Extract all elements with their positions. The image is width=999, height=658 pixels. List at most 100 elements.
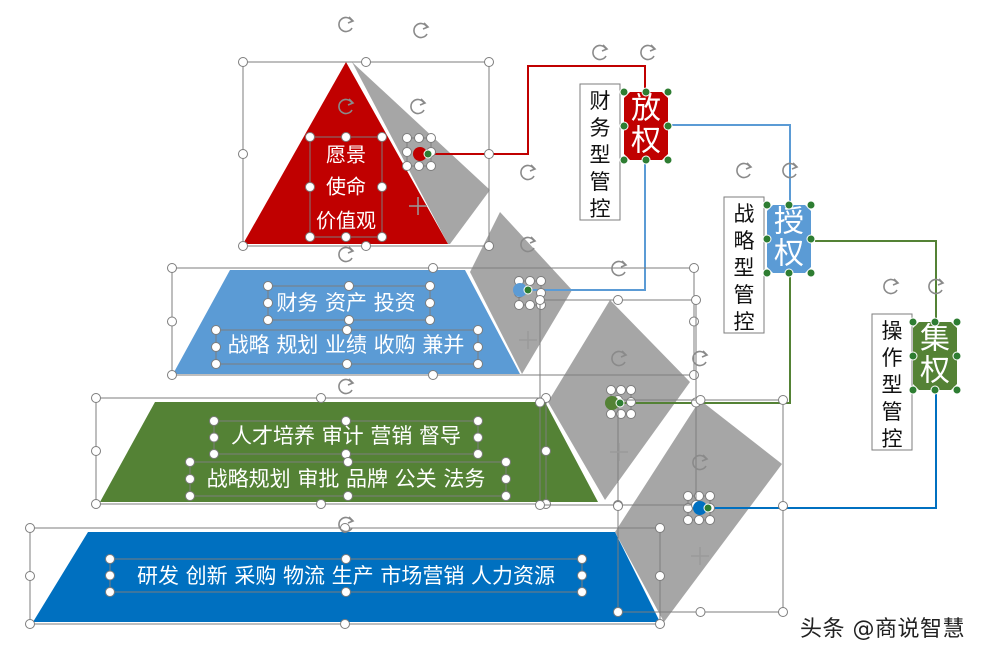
- connector-blue[interactable]: [668, 124, 791, 206]
- resize-handle[interactable]: [473, 449, 483, 459]
- connector-endpoint[interactable]: [523, 285, 533, 295]
- resize-handle[interactable]: [606, 385, 616, 395]
- connector-endpoint[interactable]: [423, 149, 433, 159]
- resize-handle[interactable]: [341, 132, 351, 142]
- rotate-icon[interactable]: [338, 98, 355, 115]
- resize-handle[interactable]: [341, 587, 351, 597]
- badge-handle[interactable]: [619, 87, 629, 97]
- resize-handle[interactable]: [209, 432, 219, 443]
- resize-handle[interactable]: [501, 474, 511, 484]
- badge-2[interactable]: [767, 205, 811, 273]
- resize-handle[interactable]: [341, 232, 351, 242]
- resize-handle[interactable]: [484, 57, 494, 67]
- resize-handle[interactable]: [626, 397, 636, 407]
- move-icon[interactable]: [519, 331, 537, 349]
- resize-handle[interactable]: [263, 298, 273, 308]
- resize-handle[interactable]: [535, 397, 545, 408]
- resize-handle[interactable]: [541, 446, 551, 456]
- resize-handle[interactable]: [778, 607, 788, 617]
- resize-handle[interactable]: [428, 263, 438, 273]
- resize-handle[interactable]: [377, 132, 387, 142]
- resize-handle[interactable]: [694, 515, 704, 525]
- resize-handle[interactable]: [402, 147, 412, 157]
- rotate-icon[interactable]: [928, 278, 945, 295]
- resize-handle[interactable]: [655, 571, 665, 581]
- badge-handle[interactable]: [908, 351, 918, 361]
- connector-node-1[interactable]: [413, 147, 427, 161]
- resize-handle[interactable]: [361, 57, 371, 67]
- resize-handle[interactable]: [426, 161, 436, 171]
- resize-handle[interactable]: [689, 263, 699, 273]
- resize-handle[interactable]: [535, 500, 545, 510]
- resize-handle[interactable]: [25, 571, 35, 581]
- rotate-icon[interactable]: [692, 350, 709, 367]
- move-icon[interactable]: [409, 197, 427, 215]
- resize-handle[interactable]: [377, 182, 387, 192]
- badge-handle[interactable]: [784, 268, 794, 278]
- resize-handle[interactable]: [613, 501, 623, 511]
- badge-handle[interactable]: [806, 234, 816, 244]
- resize-handle[interactable]: [535, 295, 545, 305]
- rotate-icon[interactable]: [338, 16, 355, 33]
- resize-handle[interactable]: [691, 295, 701, 305]
- resize-handle[interactable]: [695, 607, 706, 617]
- connector-endpoint[interactable]: [703, 503, 713, 513]
- badge-handle[interactable]: [762, 268, 772, 278]
- resize-handle[interactable]: [91, 393, 101, 403]
- resize-handle[interactable]: [341, 416, 351, 426]
- rotate-icon[interactable]: [410, 98, 427, 115]
- rotate-icon[interactable]: [413, 22, 430, 39]
- resize-handle[interactable]: [514, 300, 524, 310]
- rotate-icon[interactable]: [883, 278, 900, 295]
- badge-handle[interactable]: [952, 385, 962, 395]
- resize-handle[interactable]: [683, 491, 693, 501]
- resize-handle[interactable]: [414, 133, 424, 143]
- resize-handle[interactable]: [25, 619, 35, 629]
- resize-handle[interactable]: [683, 515, 693, 525]
- resize-handle[interactable]: [340, 619, 350, 629]
- resize-handle[interactable]: [501, 457, 511, 467]
- badge-handle[interactable]: [806, 268, 816, 278]
- resize-handle[interactable]: [577, 570, 587, 581]
- resize-handle[interactable]: [694, 491, 704, 501]
- resize-handle[interactable]: [778, 395, 788, 405]
- resize-handle[interactable]: [305, 182, 315, 192]
- badge-handle[interactable]: [952, 351, 962, 361]
- resize-handle[interactable]: [536, 276, 546, 286]
- resize-handle[interactable]: [473, 416, 483, 426]
- resize-handle[interactable]: [167, 263, 177, 273]
- move-icon[interactable]: [691, 547, 709, 565]
- rotate-icon[interactable]: [338, 516, 355, 533]
- resize-handle[interactable]: [167, 316, 177, 327]
- resize-handle[interactable]: [185, 474, 195, 484]
- resize-handle[interactable]: [402, 133, 412, 143]
- resize-handle[interactable]: [343, 457, 353, 467]
- resize-handle[interactable]: [626, 409, 636, 419]
- resize-handle[interactable]: [105, 587, 115, 597]
- move-icon[interactable]: [610, 443, 628, 461]
- resize-handle[interactable]: [211, 359, 221, 369]
- rotate-icon[interactable]: [592, 44, 609, 61]
- resize-handle[interactable]: [105, 554, 115, 564]
- resize-handle[interactable]: [91, 499, 101, 509]
- badge-handle[interactable]: [784, 200, 794, 210]
- rotate-icon[interactable]: [640, 44, 657, 61]
- tier-apex-shape[interactable]: [243, 62, 448, 244]
- resize-handle[interactable]: [525, 276, 535, 286]
- resize-handle[interactable]: [341, 554, 351, 564]
- resize-handle[interactable]: [342, 359, 352, 369]
- connector-green[interactable]: [815, 240, 937, 322]
- resize-handle[interactable]: [473, 432, 483, 443]
- resize-handle[interactable]: [343, 491, 353, 501]
- rotate-icon[interactable]: [611, 260, 628, 277]
- badge-3[interactable]: [913, 322, 957, 390]
- resize-handle[interactable]: [525, 300, 535, 310]
- resize-handle[interactable]: [425, 315, 435, 325]
- resize-handle[interactable]: [91, 446, 101, 456]
- resize-handle[interactable]: [577, 554, 587, 564]
- resize-handle[interactable]: [695, 395, 706, 405]
- badge-handle[interactable]: [806, 200, 816, 210]
- resize-handle[interactable]: [606, 409, 616, 419]
